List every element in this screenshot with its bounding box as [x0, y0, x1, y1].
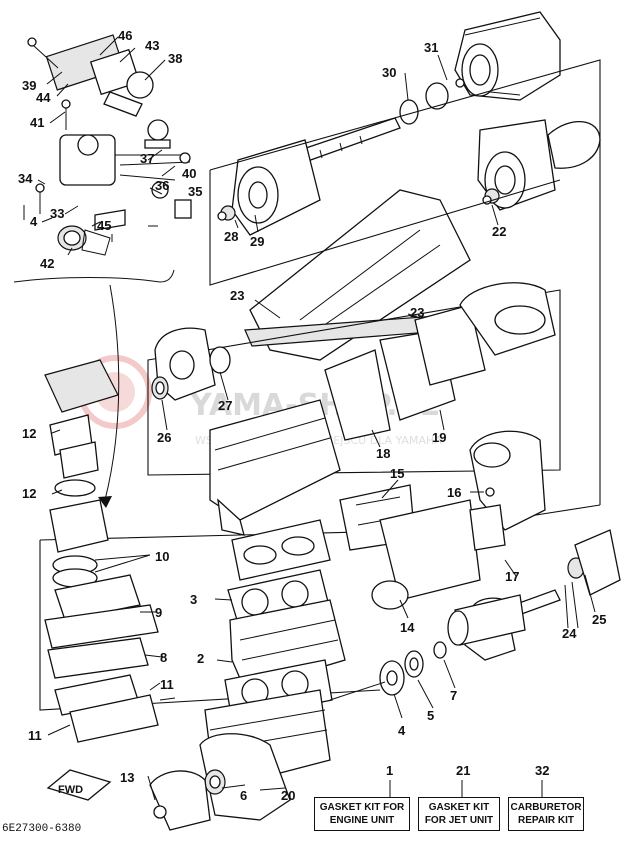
left-parts-stack	[44, 359, 176, 743]
callout-17: 17	[505, 569, 519, 584]
callout-19: 19	[432, 430, 446, 445]
carburetor-inset	[13, 34, 192, 283]
kit-box-carburetor: CARBURETOR REPAIR KIT	[508, 797, 584, 831]
callout-22: 22	[492, 224, 506, 239]
kit-engine-line1: GASKET KIT FOR	[319, 802, 405, 813]
kit-number-21: 21	[456, 763, 471, 778]
callout-5: 5	[427, 708, 434, 723]
callout-27: 27	[218, 398, 232, 413]
callout-2: 2	[197, 651, 204, 666]
callout-26: 26	[157, 430, 171, 445]
callout-20: 20	[281, 788, 295, 803]
kit-number-32: 32	[535, 763, 550, 778]
callout-28: 28	[224, 229, 238, 244]
callout-numbers: 46 43 38 39 44 41 37 40 36 35 34 4 33 45…	[18, 28, 606, 803]
callout-15: 15	[390, 466, 404, 481]
callout-12a: 12	[22, 426, 36, 441]
kit-box-jet-gasket: GASKET KIT FOR JET UNIT	[418, 797, 500, 831]
callout-4-inset: 4	[30, 214, 38, 229]
callout-3: 3	[190, 592, 197, 607]
callout-40: 40	[182, 166, 196, 181]
callout-10: 10	[155, 549, 169, 564]
drive-shaft	[329, 594, 526, 701]
callout-6: 6	[240, 788, 247, 803]
callout-4: 4	[398, 723, 406, 738]
callout-29: 29	[250, 234, 264, 249]
fwd-arrow-icon	[46, 769, 112, 801]
callout-23a: 23	[230, 288, 244, 303]
callout-16: 16	[447, 485, 461, 500]
callout-24: 24	[562, 626, 577, 641]
callout-43: 43	[145, 38, 159, 53]
callout-34: 34	[18, 171, 33, 186]
callout-42: 42	[40, 256, 54, 271]
callout-23b: 23	[410, 305, 424, 320]
callout-41: 41	[30, 115, 44, 130]
kit-jet-line1: GASKET KIT	[428, 802, 490, 813]
callout-12b: 12	[22, 486, 36, 501]
jet-pump-assembly	[217, 11, 601, 361]
drawing-code: 6E27300-6380	[2, 823, 82, 835]
kit-carb-line2: REPAIR KIT	[518, 815, 574, 826]
callout-44: 44	[36, 90, 51, 105]
callout-13: 13	[120, 770, 134, 785]
callout-33: 33	[50, 206, 64, 221]
callout-31: 31	[424, 40, 438, 55]
kit-engine-line2: ENGINE UNIT	[329, 815, 395, 826]
callout-39: 39	[22, 78, 36, 93]
callout-35: 35	[188, 184, 202, 199]
callout-38: 38	[168, 51, 182, 66]
kit-box-engine-gasket: GASKET KIT FOR ENGINE UNIT	[314, 797, 410, 831]
callout-37: 37	[140, 151, 154, 166]
intake-section	[151, 282, 556, 536]
callout-8: 8	[160, 650, 167, 665]
callout-9: 9	[155, 605, 162, 620]
callout-30: 30	[382, 65, 396, 80]
callout-11b: 11	[28, 728, 42, 743]
callout-36: 36	[155, 178, 169, 193]
fwd-label: FWD	[58, 784, 84, 796]
callout-46: 46	[118, 28, 132, 43]
kit-carb-line1: CARBURETOR	[510, 802, 582, 813]
engine-block	[149, 519, 346, 831]
callout-7: 7	[450, 688, 457, 703]
kit-jet-line2: FOR JET UNIT	[424, 815, 494, 826]
callout-45: 45	[97, 218, 111, 233]
kit-number-1: 1	[386, 763, 394, 778]
callout-25: 25	[592, 612, 606, 627]
leader-lines	[37, 36, 596, 801]
callout-14: 14	[400, 620, 415, 635]
callout-18: 18	[376, 446, 390, 461]
callout-11a: 11	[160, 677, 174, 692]
